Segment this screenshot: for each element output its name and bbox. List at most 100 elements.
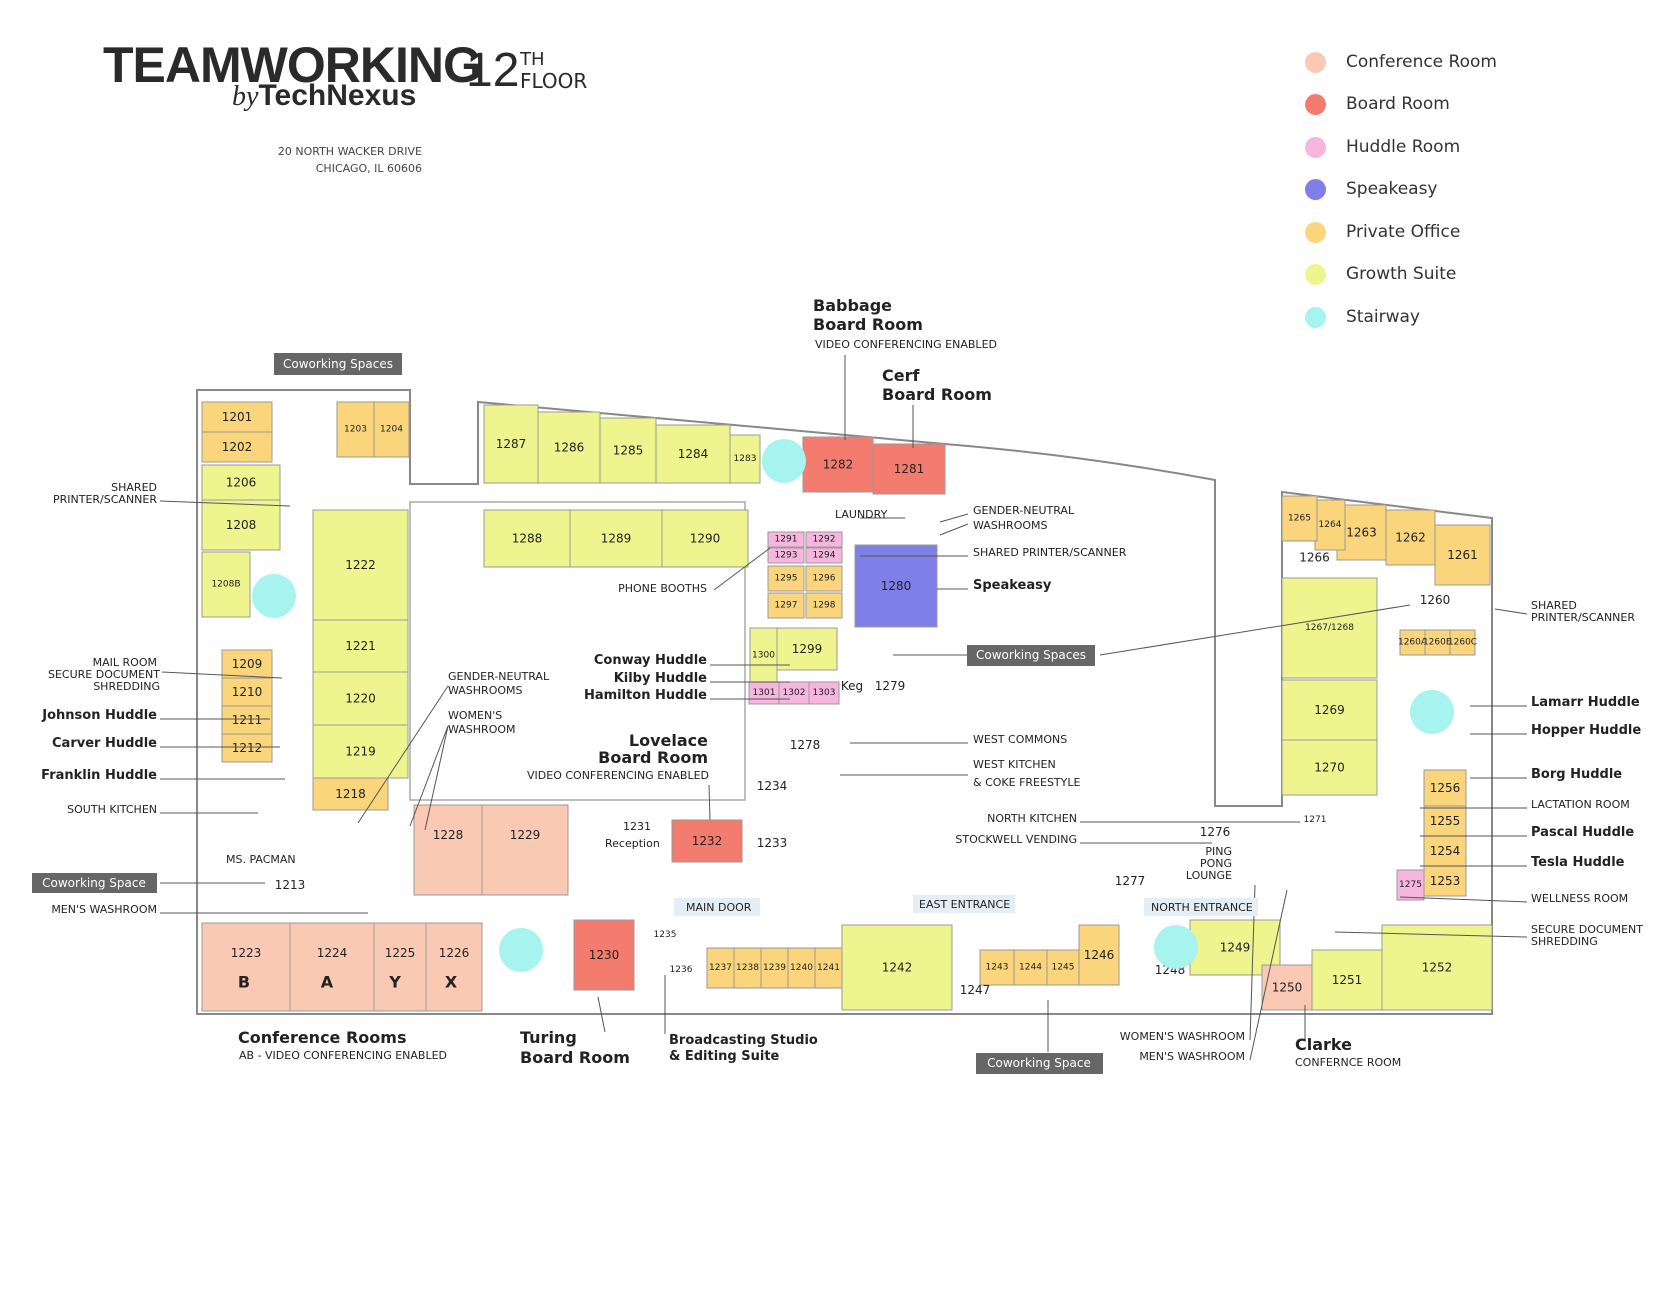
legend-item-stairway: Stairway [1305,302,1420,332]
leader-line-11 [424,725,449,831]
tag-box [274,353,402,375]
legend-label: Growth Suite [1346,264,1457,284]
room-number-1242: 1242 [882,961,913,975]
stockwell-label: STOCKWELL VENDING [955,833,1077,846]
cerf-title-2: Board Room [882,385,992,404]
main-door-label: MAIN DOOR [686,901,752,914]
room-number-1245: 1245 [1052,963,1075,973]
tag-box [967,645,1095,666]
leader-line-42 [1399,896,1528,903]
room-number-1240: 1240 [790,963,813,973]
legend-item-speakeasy: Speakeasy [1305,174,1438,204]
room-1202 [201,431,273,463]
room-number-1260: 1260 [1420,593,1451,607]
room-1229 [481,804,569,896]
room-number-1220: 1220 [345,692,376,706]
room-number-1296: 1296 [813,574,836,584]
room-number-1254: 1254 [1430,844,1461,858]
room-1232 [671,819,743,863]
room-1287 [483,404,539,484]
babbage-title-2: Board Room [813,315,923,334]
logo-name: TechNexus [258,79,417,112]
central-atrium [409,501,746,801]
leaders-layer [159,355,1528,1061]
room-number-1264: 1264 [1319,520,1342,530]
room-letter-d: B [238,973,250,992]
room-1290 [661,509,749,568]
room-number-1298: 1298 [813,601,836,611]
room-1230 [573,919,635,991]
johnson-huddle-label: Johnson Huddle [41,708,157,723]
logo-by: by [232,81,259,112]
room-number-1250: 1250 [1272,981,1303,995]
leader-line-2 [161,671,283,679]
broadcasting-2: & Editing Suite [669,1049,780,1064]
room-1238 [733,947,762,989]
ping-pong-1: PING [1205,845,1232,858]
leader-line-1 [159,500,291,507]
room-number-1233: 1233 [757,836,788,850]
room-number-1285: 1285 [613,444,644,458]
room-1208 [201,499,281,551]
room-1262 [1385,509,1436,566]
room-1222 [312,509,409,621]
room-number-1232: 1232 [692,834,723,848]
babbage-sub: VIDEO CONFERENCING ENABLED [815,338,997,351]
room-number-1260b: 1260B [1423,638,1452,648]
reception-2: Reception [605,837,660,850]
room-1218 [312,777,389,811]
room-1243 [979,949,1015,986]
room-1300 [749,627,778,684]
womens-washroom-label: WOMEN'S WASHROOM [1120,1030,1245,1043]
room-number-1302: 1302 [783,688,806,698]
room-number-1251: 1251 [1332,973,1363,987]
room-1282 [802,436,874,493]
room-1242 [841,924,953,1011]
west-commons-label: WEST COMMONS [973,733,1067,746]
entrance-box [913,895,1015,913]
room-number-1230: 1230 [589,948,620,962]
room-number-1265: 1265 [1288,514,1311,524]
address-line2: CHICAGO, IL 60606 [315,162,422,175]
room-number-1208: 1208 [226,518,257,532]
room-letter-a: X [445,973,458,992]
room-number-1209: 1209 [232,657,263,671]
clarke-title: Clarke [1295,1035,1352,1054]
room-1297 [767,592,805,619]
tag-box [976,1053,1103,1074]
room-1219 [312,724,409,779]
room-1265 [1281,495,1318,542]
keg-label: Keg [841,679,863,693]
room-letter-c: A [321,973,334,992]
stairway-1 [252,574,296,618]
room-1206 [201,464,281,501]
clarke-sub: CONFERNCE ROOM [1295,1056,1401,1069]
tag-coworking-spaces-top: Coworking Spaces [283,357,393,371]
room-1209 [221,649,273,679]
room-number-1208b: 1208B [211,580,240,590]
lamarr-huddle-label: Lamarr Huddle [1531,695,1640,710]
legend-swatch [1305,263,1326,285]
legend-item-conference-room: Conference Room [1305,47,1497,77]
room-number-1260c: 1260C [1448,638,1477,648]
conference-rooms-sub: AB - VIDEO CONFERENCING ENABLED [239,1049,447,1062]
room-number-1262: 1262 [1395,531,1426,545]
room-number-1237: 1237 [709,963,732,973]
mens-washroom-left-label: MEN'S WASHROOM [51,903,157,916]
legend-item-growth-suite: Growth Suite [1305,259,1456,289]
room-number-1281: 1281 [894,462,925,476]
room-1264 [1314,499,1346,551]
leader-line-35 [1099,604,1411,656]
room-number-1206: 1206 [226,476,257,490]
room-number-1300: 1300 [752,651,775,661]
room-number-1271: 1271 [1304,815,1327,825]
room-number-1223: 1223 [231,946,262,960]
room-number-1238: 1238 [736,963,759,973]
leader-line-32 [1249,889,1288,1061]
room-1293 [767,547,805,564]
womens-washroom-1: WOMEN'S [448,709,502,722]
conference-rooms-title: Conference Rooms [238,1028,406,1047]
room-number-1289: 1289 [601,532,632,546]
legend-swatch [1305,136,1326,158]
